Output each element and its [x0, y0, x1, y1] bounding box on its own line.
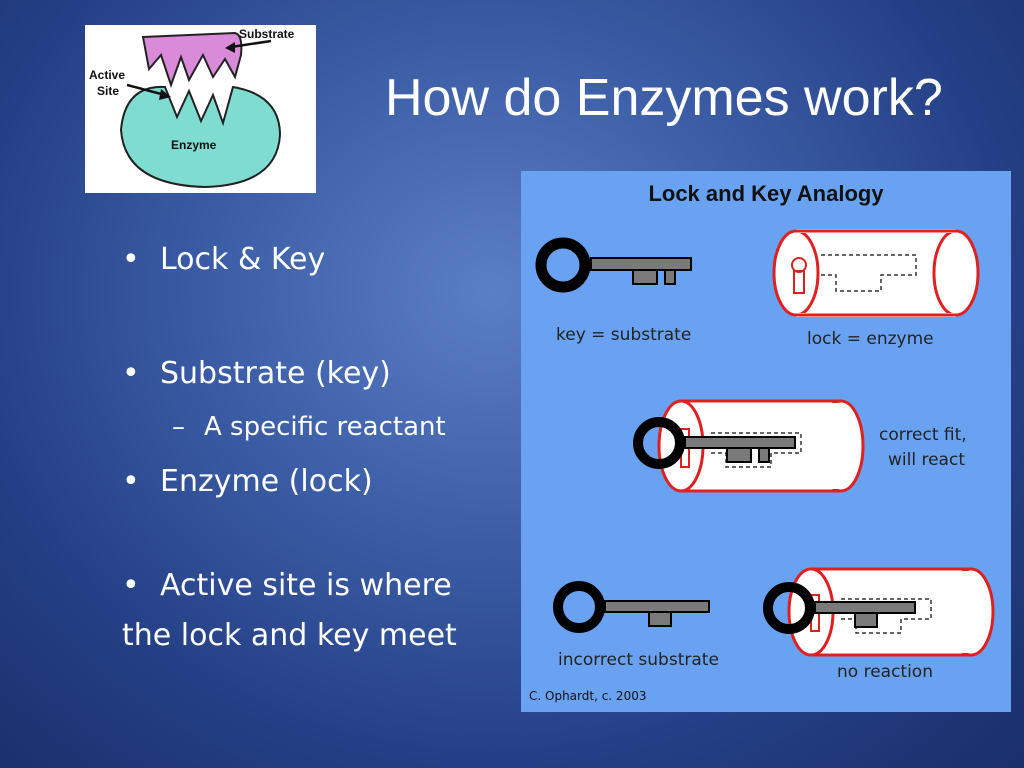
lock-label: lock = enzyme	[807, 329, 934, 349]
figure-credit: C. Ophardt, c. 2003	[529, 689, 647, 703]
correct-fit-label-line2: will react	[888, 450, 965, 470]
correct-fit-label-line1: correct fit,	[879, 425, 967, 445]
incorrect-substrate-label: incorrect substrate	[558, 650, 719, 670]
bullet-enzyme: •Enzyme (lock)	[122, 464, 373, 499]
enzyme-substrate-figure: Substrate Active Site Enzyme	[85, 25, 316, 193]
key-label: key = substrate	[556, 325, 692, 345]
no-reaction-label: no reaction	[837, 662, 933, 682]
key-icon	[535, 237, 692, 293]
substrate-label: Substrate	[239, 27, 295, 41]
substrate-shape	[141, 31, 243, 89]
incorrect-key-icon	[553, 581, 710, 633]
bullet-substrate: •Substrate (key)	[122, 356, 391, 391]
active-site-label-line1: Active	[89, 68, 126, 82]
enzyme-diagram	[119, 31, 282, 189]
subbullet-specific-reactant: –A specific reactant	[172, 412, 446, 442]
key-in-lock-correct-icon	[633, 399, 865, 493]
slide-title: How do Enzymes work?	[385, 69, 943, 127]
bullet-active-site: •Active site is where	[122, 568, 452, 603]
active-site-arrow	[126, 83, 166, 97]
lock-key-diagram	[535, 229, 995, 657]
active-site-label-line2: Site	[97, 84, 120, 98]
lock-key-title: Lock and Key Analogy	[648, 181, 884, 206]
bullet-active-site-continued: the lock and key meet	[122, 618, 457, 653]
enzyme-label: Enzyme	[171, 138, 217, 152]
lock-icon	[772, 229, 980, 317]
enzyme-shape	[119, 85, 282, 189]
substrate-arrow	[230, 39, 272, 49]
bullet-lock-key: •Lock & Key	[122, 242, 326, 277]
key-in-lock-incorrect-icon	[763, 567, 995, 657]
lock-key-figure: Lock and Key Analogy key = substrate loc…	[521, 171, 1011, 712]
